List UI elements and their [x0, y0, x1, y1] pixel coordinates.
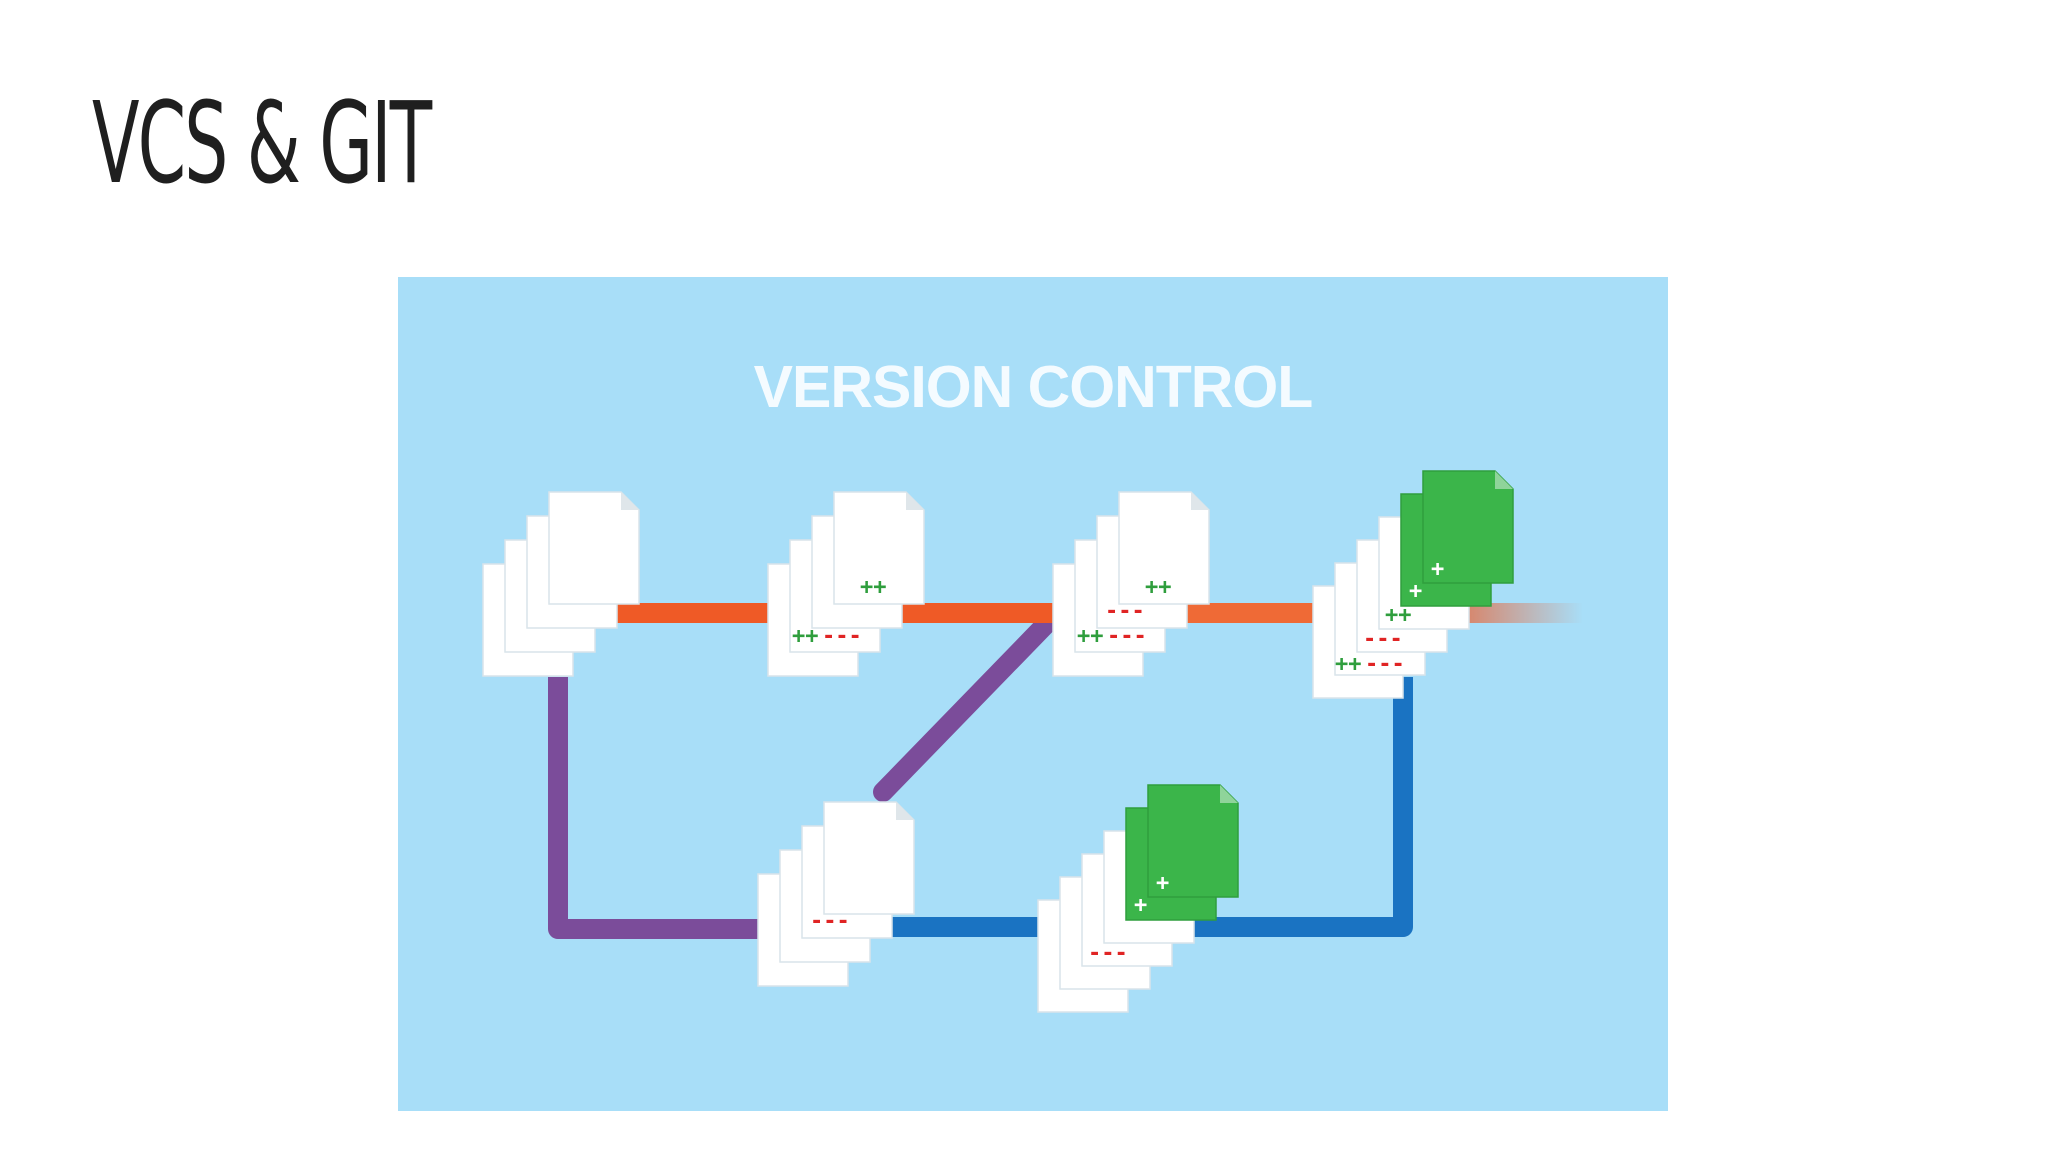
c4-green-top-plus: + — [1431, 557, 1444, 582]
b2-green-top-plus: + — [1156, 871, 1169, 896]
purple-branch-line — [548, 677, 773, 939]
purple-merge-line — [873, 607, 1063, 802]
c4-top-plus: ++ — [1385, 603, 1412, 628]
c3-bottom-plus: ++ — [1077, 624, 1104, 649]
branch-commit-1-doc-stack: --- — [757, 801, 915, 987]
commit-4-doc-stack: + + ++ --- ++ --- — [1312, 470, 1514, 699]
b1-minus: --- — [810, 909, 850, 934]
c4-green-mid-plus: + — [1409, 579, 1422, 604]
main-line-fade — [1443, 603, 1583, 623]
b2-green-mid-plus: + — [1134, 893, 1147, 918]
c2-bottom-plus: ++ — [792, 624, 819, 649]
main-line — [613, 603, 1583, 623]
b2-minus: --- — [1088, 941, 1128, 966]
main-line-segment-2 — [893, 603, 1053, 623]
c3-bottom-minus: --- — [1107, 624, 1147, 649]
main-line-segment-3 — [1178, 603, 1328, 623]
blue-merge-line — [1158, 677, 1413, 937]
main-line-segment-1 — [613, 603, 778, 623]
c3-top-plus: ++ — [1145, 575, 1172, 600]
c4-mid-minus: --- — [1363, 627, 1403, 652]
c2-bottom-minus: --- — [822, 624, 862, 649]
c3-mid-minus: --- — [1105, 599, 1145, 624]
c4-bottom-minus: --- — [1365, 652, 1405, 677]
diagram-heading: VERSION CONTROL — [754, 354, 1313, 420]
c4-bottom-plus: ++ — [1335, 652, 1362, 677]
branch-commit-2-doc-stack: + + --- — [1037, 784, 1239, 1013]
commit-3-doc-stack: ++ --- ++ --- — [1052, 491, 1210, 677]
c2-top-plus: ++ — [860, 575, 887, 600]
commit-2-doc-stack: ++ ++ --- — [767, 491, 925, 677]
diagram-background — [398, 277, 1668, 1111]
version-control-diagram: VERSION CONTROL ++ ++ — [398, 277, 1668, 1111]
slide-title: VCS & GIT — [92, 79, 432, 209]
